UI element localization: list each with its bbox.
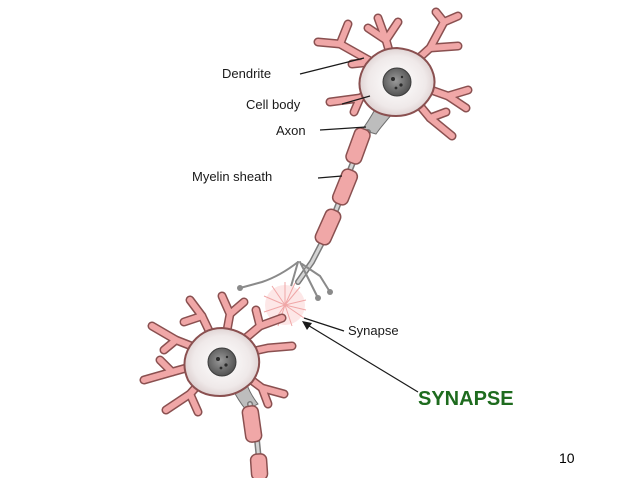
top-nucleus [382,67,412,97]
callout-arrowhead [302,321,312,330]
label-synapse: Synapse [348,323,399,338]
bottom-neuron [139,291,297,478]
axon-leader [319,126,367,131]
label-axon: Axon [276,123,306,138]
label-dendrite: Dendrite [222,66,271,81]
page-number: 10 [559,450,575,466]
cell-body-leader [341,95,371,105]
synapse-callout: SYNAPSE [418,388,514,410]
top-neuron [313,7,473,141]
dendrite-leader [299,57,365,75]
leader-lines [299,57,419,393]
synapse-leader [303,317,345,332]
myelin-leader [317,175,343,179]
label-cell-body: Cell body [246,97,301,112]
synapse-burst [263,282,307,327]
myelin-sheath [314,127,371,246]
callout-arrow-line [305,323,419,393]
bottom-nucleus [207,347,237,377]
label-myelin-sheath: Myelin sheath [192,169,272,184]
